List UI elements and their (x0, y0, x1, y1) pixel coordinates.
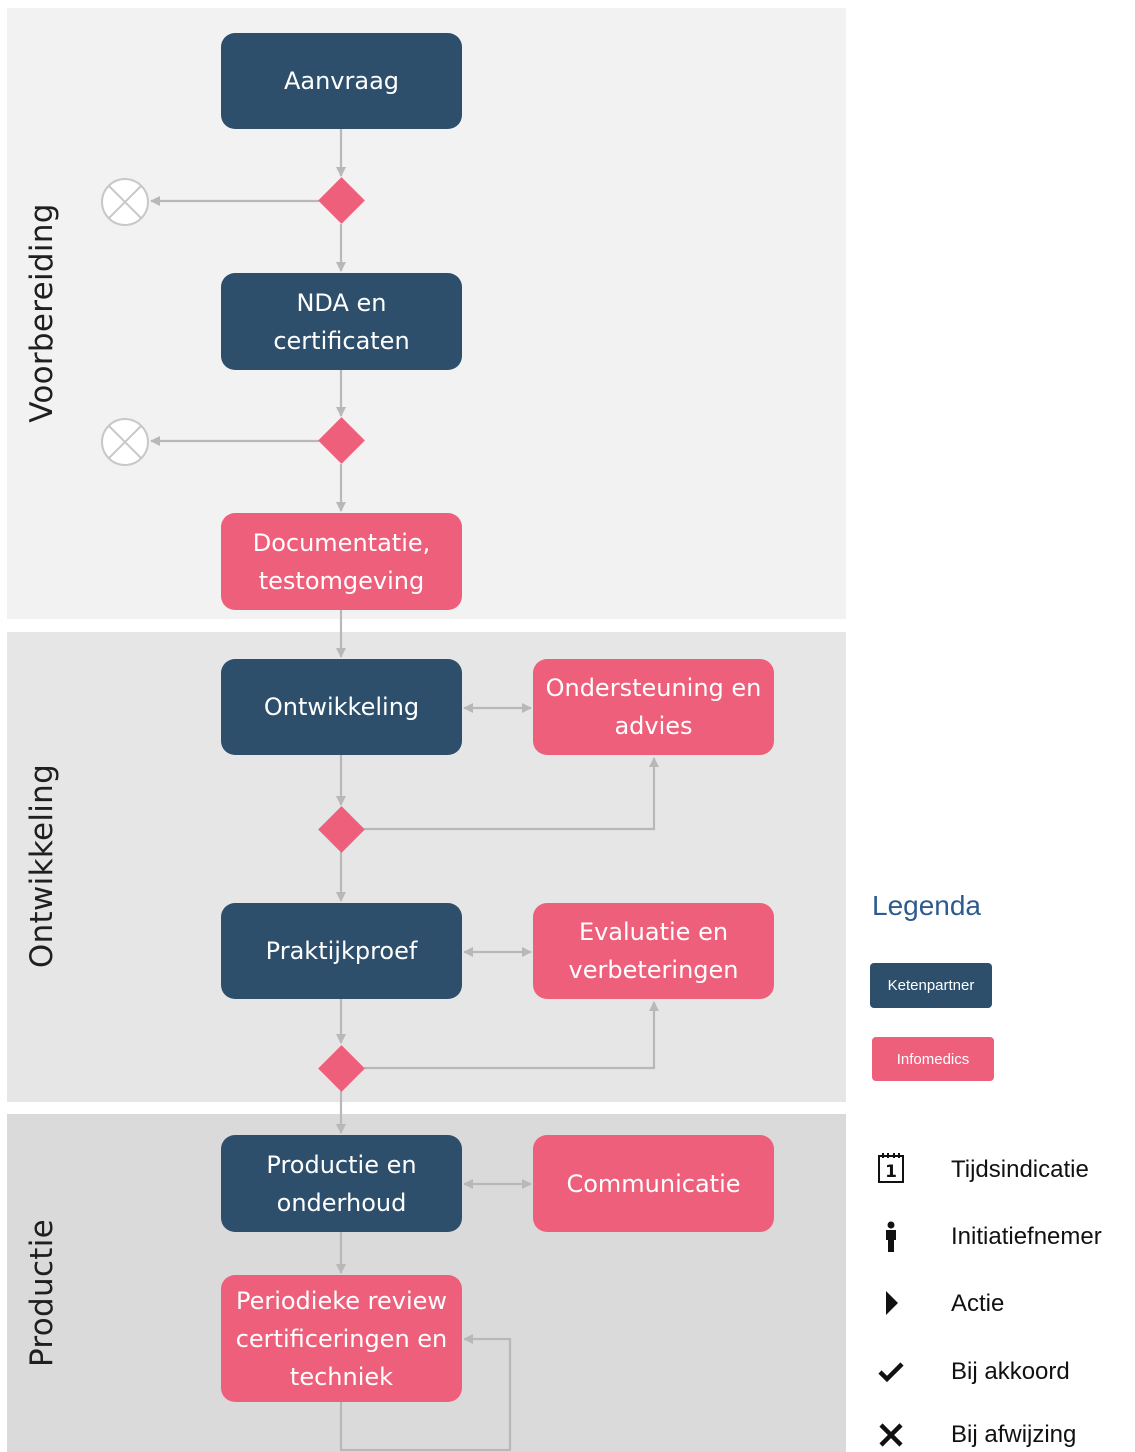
legend-label-action: Actie (951, 1290, 1005, 1317)
connector (364, 757, 659, 831)
step-evaluation: Evaluatie en verbeteringen (533, 903, 774, 999)
reject-end-node (101, 418, 149, 466)
connector (364, 1001, 659, 1070)
play-icon (876, 1287, 906, 1319)
svg-text:1: 1 (885, 1162, 897, 1182)
step-periodic-review: Periodieke review certificeringen en tec… (221, 1275, 462, 1402)
legend-label-initiator: Initiatiefnemer (951, 1223, 1102, 1250)
legend-title: Legenda (872, 890, 982, 921)
legend-label-approve: Bij akkoord (951, 1358, 1070, 1385)
reject-end-node (101, 178, 149, 226)
step-documentation: Documentatie, testomgeving (221, 513, 462, 610)
person-icon (876, 1221, 906, 1253)
connector (339, 1334, 512, 1452)
legend-infomedics: Infomedics (872, 1037, 994, 1081)
flow-connectors (101, 129, 659, 1452)
check-icon (876, 1355, 906, 1387)
step-request: Aanvraag (221, 33, 462, 129)
legend-label-time: Tijdsindicatie (951, 1156, 1089, 1183)
step-support: Ondersteuning en advies (533, 659, 774, 755)
calendar-icon: 1 (876, 1152, 906, 1184)
legend-partner: Ketenpartner (870, 963, 992, 1008)
step-nda: NDA en certificaten (221, 273, 462, 370)
step-development: Ontwikkeling (221, 659, 462, 755)
step-communication: Communicatie (533, 1135, 774, 1232)
step-pilot: Praktijkproef (221, 903, 462, 999)
cross-icon (876, 1419, 906, 1451)
legend-label-reject: Bij afwijzing (951, 1421, 1077, 1448)
step-production: Productie en onderhoud (221, 1135, 462, 1232)
